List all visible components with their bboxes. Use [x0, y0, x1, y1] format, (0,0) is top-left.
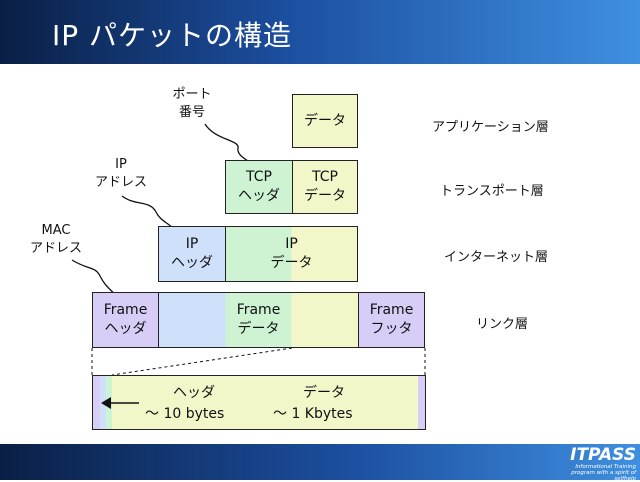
footer-bar: ITPASS Informational Training program wi… [0, 444, 640, 482]
port-number-label: ポート 番号 [172, 87, 212, 120]
ip-data-box: IP データ [225, 226, 358, 282]
app-data-box: データ [292, 94, 358, 148]
frame-footer-box: Frame フッタ [358, 292, 425, 348]
size-bar: ヘッダ ～ 10 bytes データ ～ 1 Kbytes [92, 375, 426, 430]
frame-data-label: Frame データ [236, 302, 281, 337]
ip-header-box: IP ヘッダ [158, 226, 226, 282]
page-title: IP パケットの構造 [52, 19, 293, 52]
size-header-value: ～ 10 bytes [145, 406, 225, 422]
left-arrow-icon [101, 397, 139, 409]
mac-address-label: MAC アドレス [29, 223, 82, 256]
logo-name: ITPASS [570, 445, 636, 465]
size-header-label: ヘッダ [173, 385, 215, 401]
frame-data-box: Frame データ [158, 292, 359, 348]
tcp-header-box: TCP ヘッダ [225, 160, 293, 214]
layer-application: アプリケーション層 [432, 120, 549, 135]
ip-data-label: IP データ [270, 236, 313, 271]
layer-internet: インターネット層 [444, 250, 549, 265]
size-data-label: データ [303, 385, 345, 401]
dashed-guide-diagonal [111, 347, 293, 376]
tcp-data-box: TCP データ [292, 160, 358, 214]
layer-link: リンク層 [476, 317, 529, 332]
size-data-value: ～ 1 Kbytes [273, 406, 353, 422]
frame-header-box: Frame ヘッダ [92, 292, 159, 348]
title-bar: IP パケットの構造 [0, 0, 640, 64]
ip-address-label: IP アドレス [94, 157, 147, 190]
logo-tagline: Informational Training program with a sp… [571, 464, 636, 482]
layer-transport: トランスポート層 [440, 184, 544, 199]
itpass-logo: ITPASS Informational Training program wi… [556, 446, 636, 482]
